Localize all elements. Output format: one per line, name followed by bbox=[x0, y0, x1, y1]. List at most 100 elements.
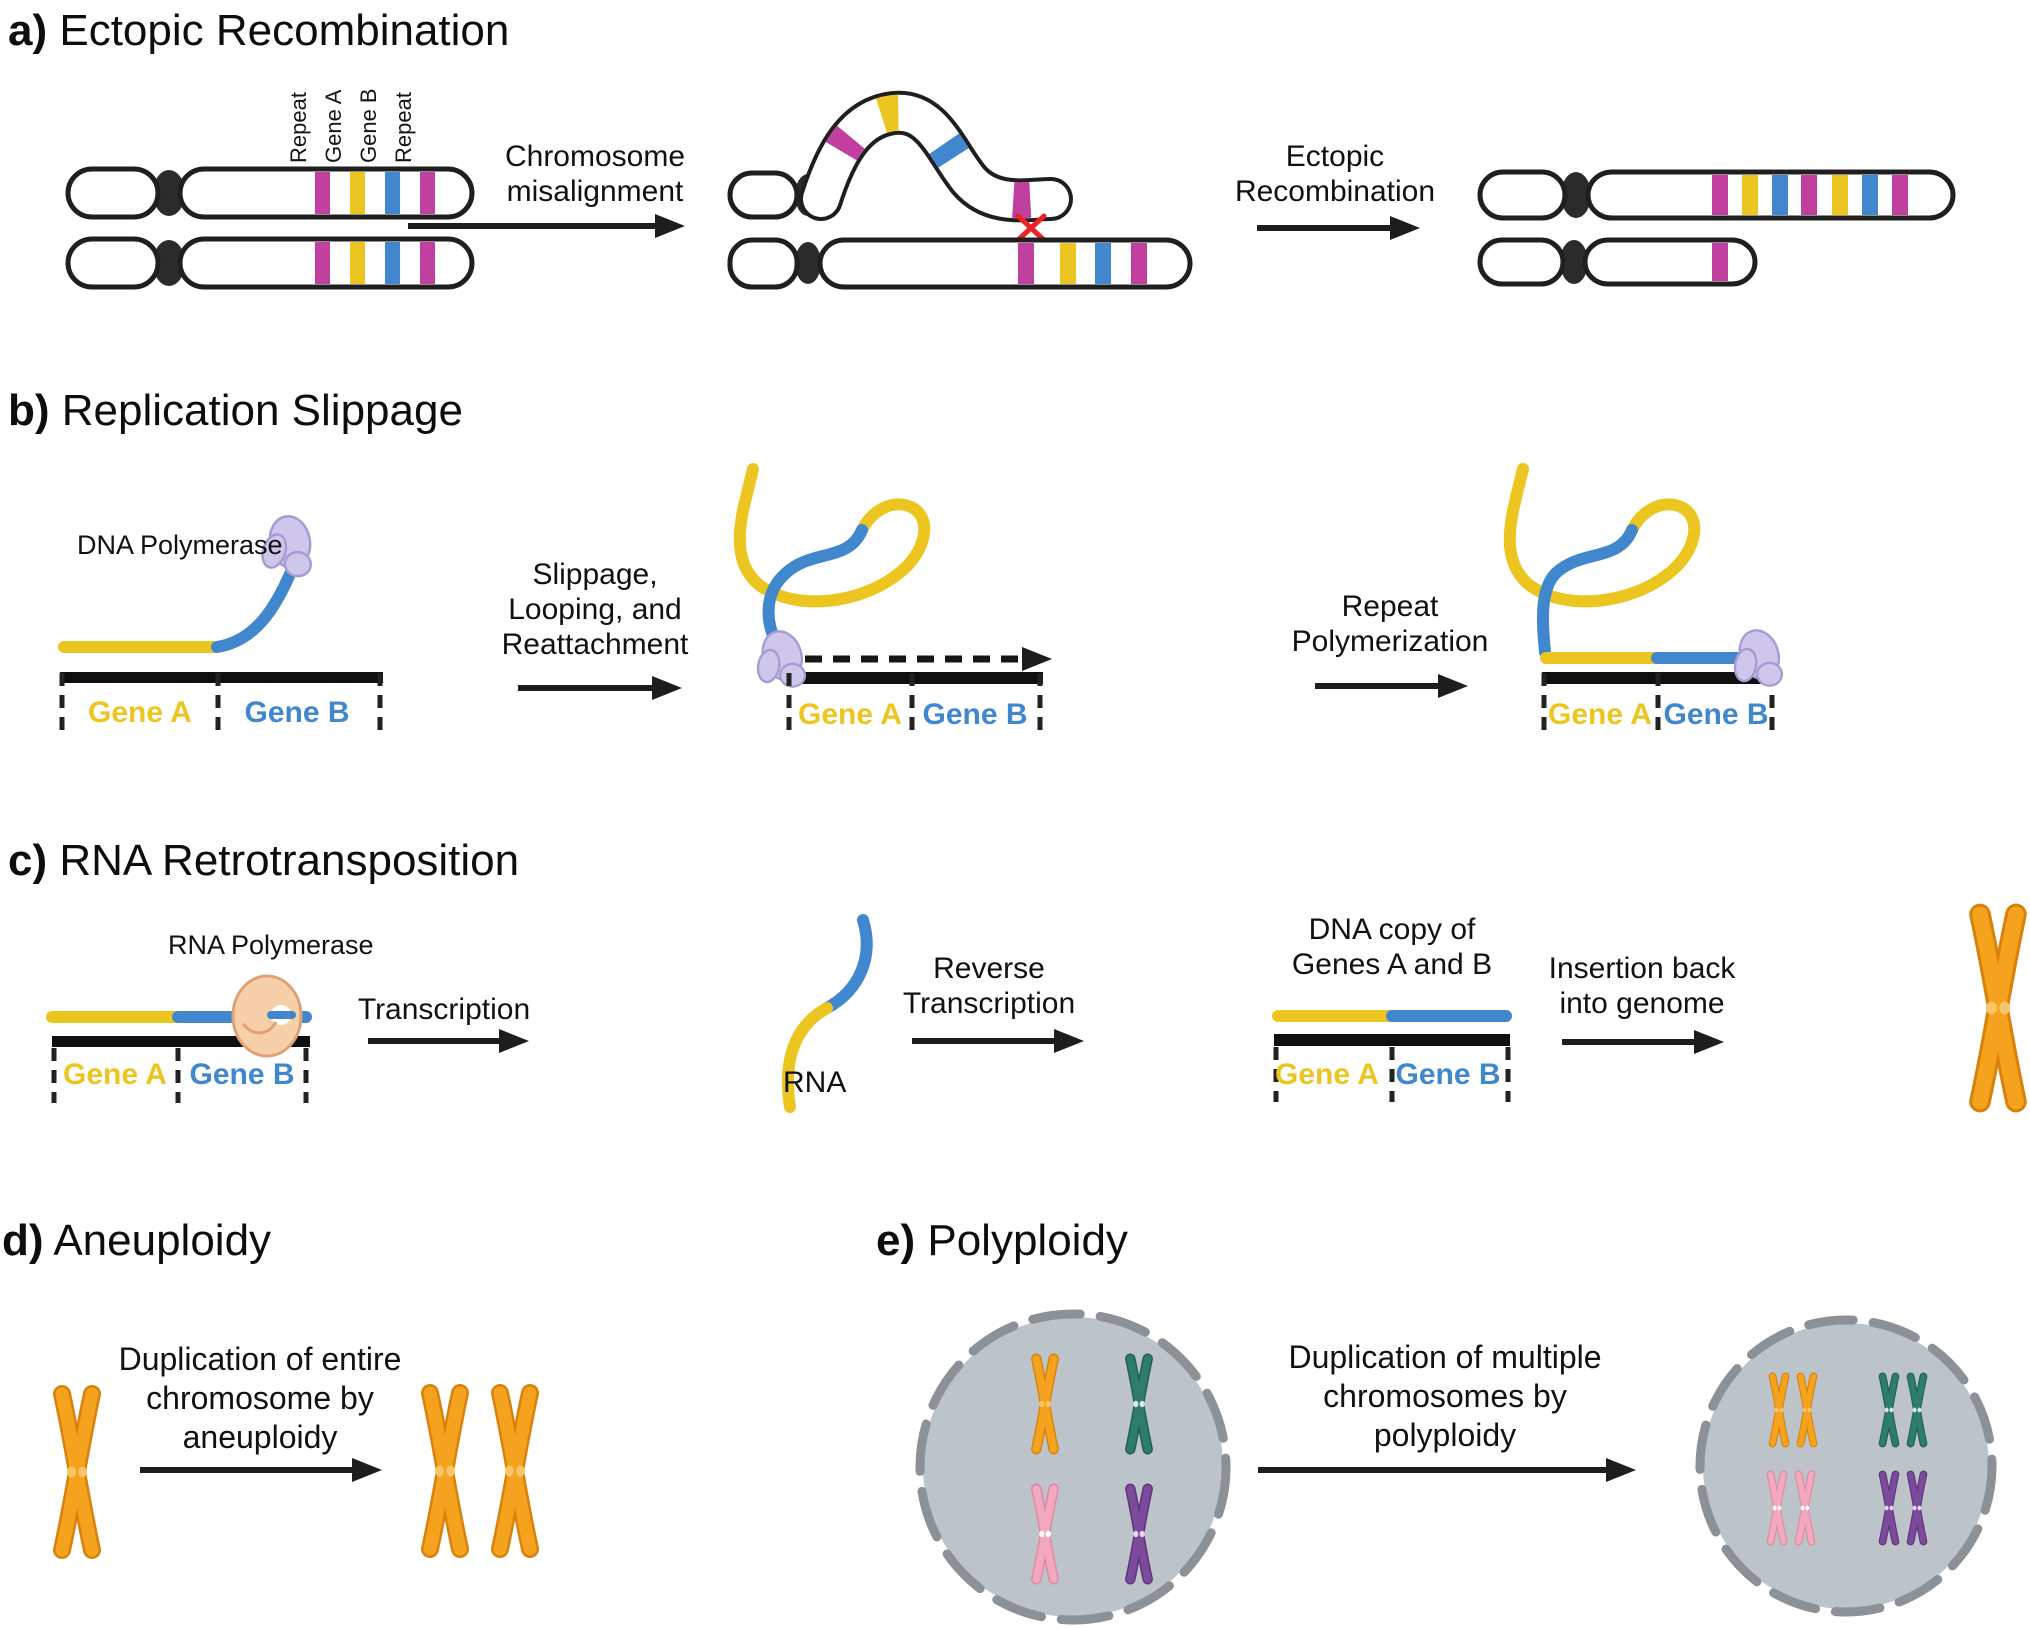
label-ectopic-recombination: Ectopic Recombination bbox=[1234, 140, 1436, 208]
chromosome-short-arm bbox=[65, 236, 161, 290]
band-repeat bbox=[803, 94, 1052, 219]
chromosome-with-insertion bbox=[1980, 914, 2016, 1101]
band-repeat bbox=[315, 242, 330, 284]
label-reverse-transcription: Reverse Transcription bbox=[902, 952, 1076, 1020]
label-slippage-looping: Slippage, Looping, and Reattachment bbox=[501, 558, 689, 661]
panel-d-title: d) Aneuploidy bbox=[2, 1216, 271, 1266]
band-gene-b bbox=[1095, 243, 1111, 284]
band-gene-b bbox=[385, 242, 400, 284]
label-dna-copy: DNA copy of Genes A and B bbox=[1291, 913, 1493, 981]
chromosome-short-arm bbox=[1477, 237, 1566, 287]
gene-b-label: Gene B bbox=[244, 696, 350, 729]
cell-membrane-dashed bbox=[1695, 1315, 1997, 1617]
panel-a-title-text: Ectopic Recombination bbox=[59, 6, 510, 55]
rna-transcript bbox=[781, 914, 873, 1113]
gene-a-label: Gene A bbox=[88, 696, 192, 729]
band-gene-a bbox=[350, 242, 365, 284]
panel-c-title: c) RNA Retrotransposition bbox=[8, 836, 519, 886]
panel-d-letter: d) bbox=[2, 1216, 44, 1265]
band-repeat bbox=[1892, 175, 1908, 215]
dna-polymerase bbox=[1731, 624, 1787, 687]
band-label-gene-b: Gene B bbox=[356, 88, 381, 163]
band-gene-a bbox=[1742, 175, 1758, 215]
label-chromosome-misalignment: Chromosome misalignment bbox=[504, 140, 686, 208]
transcription-unit bbox=[46, 976, 312, 1103]
replication-looped bbox=[733, 463, 1052, 735]
panel-b-title: b) Replication Slippage bbox=[8, 386, 463, 436]
band-gene-a bbox=[1832, 175, 1848, 215]
chromosome-short-arm bbox=[1477, 169, 1568, 221]
chromosome-duplicated-1 bbox=[430, 1393, 460, 1549]
chromosome-short-arm bbox=[65, 166, 161, 220]
chromosome-single bbox=[62, 1394, 92, 1550]
label-repeat-polymerization: Repeat Polymerization bbox=[1291, 590, 1489, 658]
gene-a-label: Gene A bbox=[1275, 1058, 1379, 1091]
gene-a-label: Gene A bbox=[63, 1058, 167, 1091]
cell-body bbox=[923, 1317, 1223, 1617]
band-label-repeat-2: Repeat bbox=[391, 92, 416, 163]
band-gene-a bbox=[350, 172, 365, 214]
label-insertion-back: Insertion back into genome bbox=[1548, 952, 1736, 1020]
chromosome-pair-recombined bbox=[1477, 169, 1956, 287]
cell-membrane-dashed bbox=[915, 1309, 1231, 1625]
centromere bbox=[153, 170, 185, 216]
label-dna-polymerase: DNA Polymerase bbox=[77, 530, 283, 560]
chromosome-duplicated-2 bbox=[500, 1393, 530, 1549]
gene-b-label: Gene B bbox=[922, 698, 1028, 731]
looped-strand-gene-a bbox=[733, 463, 931, 608]
rna-gene-a-segment bbox=[781, 1002, 833, 1113]
band-label-gene-a: Gene A bbox=[321, 89, 346, 163]
gene-b-label: Gene B bbox=[189, 1058, 295, 1091]
panel-a-letter: a) bbox=[8, 6, 48, 55]
chromosome-short-arm bbox=[727, 237, 800, 290]
label-rna: RNA bbox=[783, 1066, 847, 1099]
centromere bbox=[795, 242, 821, 284]
rna-gene-b-segment bbox=[821, 914, 873, 1014]
label-transcription: Transcription bbox=[357, 993, 531, 1026]
chromosome-pair-misaligned bbox=[727, 90, 1193, 290]
band-repeat bbox=[315, 172, 330, 214]
nascent-strand-gene-b bbox=[211, 568, 296, 653]
band-repeat bbox=[1712, 175, 1728, 215]
band-gene-a bbox=[1060, 243, 1076, 284]
panel-a-title: a) Ectopic Recombination bbox=[8, 6, 509, 56]
panel-b-replication-slippage bbox=[58, 463, 1787, 735]
looped-strand-gene-a bbox=[1503, 463, 1701, 608]
panel-d-aneuploidy bbox=[62, 1393, 530, 1550]
chromosome-short-arm bbox=[727, 170, 800, 220]
gene-a-label: Gene A bbox=[798, 698, 902, 731]
dna-copy bbox=[1272, 1010, 1512, 1102]
panel-a-ectopic-recombination bbox=[65, 90, 1956, 290]
band-repeat bbox=[1712, 243, 1728, 281]
replication-before bbox=[58, 506, 383, 735]
gene-b-label: Gene B bbox=[1395, 1058, 1501, 1091]
looped-strand-gene-b bbox=[762, 524, 868, 654]
band-gene-b bbox=[385, 172, 400, 214]
template-strand bbox=[52, 1036, 310, 1047]
dna-polymerase bbox=[754, 625, 810, 688]
label-duplication-aneuploidy: Duplication of entire chromosome by aneu… bbox=[118, 1341, 402, 1456]
crossover-x-mark bbox=[1015, 213, 1047, 243]
band-repeat bbox=[1801, 175, 1817, 215]
band-repeat bbox=[1018, 243, 1034, 284]
chromosome-pair-original bbox=[65, 166, 475, 290]
band-gene-b bbox=[1862, 175, 1878, 215]
band-label-repeat-1: Repeat bbox=[286, 92, 311, 163]
centromere bbox=[153, 240, 185, 286]
panel-b-letter: b) bbox=[8, 386, 50, 435]
panel-e-polyploidy bbox=[915, 1309, 1997, 1625]
centromere bbox=[1561, 172, 1591, 218]
panel-c-title-text: RNA Retrotransposition bbox=[59, 836, 520, 885]
band-repeat bbox=[1131, 243, 1147, 284]
band-repeat bbox=[420, 172, 435, 214]
panel-e-title: e) Polyploidy bbox=[876, 1216, 1128, 1266]
gene-b-label: Gene B bbox=[1663, 698, 1769, 731]
panel-e-letter: e) bbox=[876, 1216, 916, 1265]
label-rna-polymerase: RNA Polymerase bbox=[168, 930, 374, 960]
rna-polymerase bbox=[233, 976, 301, 1056]
replication-after bbox=[1503, 463, 1787, 735]
band-repeat bbox=[420, 242, 435, 284]
label-duplication-polyploidy: Duplication of multiple chromosomes by p… bbox=[1288, 1339, 1602, 1454]
